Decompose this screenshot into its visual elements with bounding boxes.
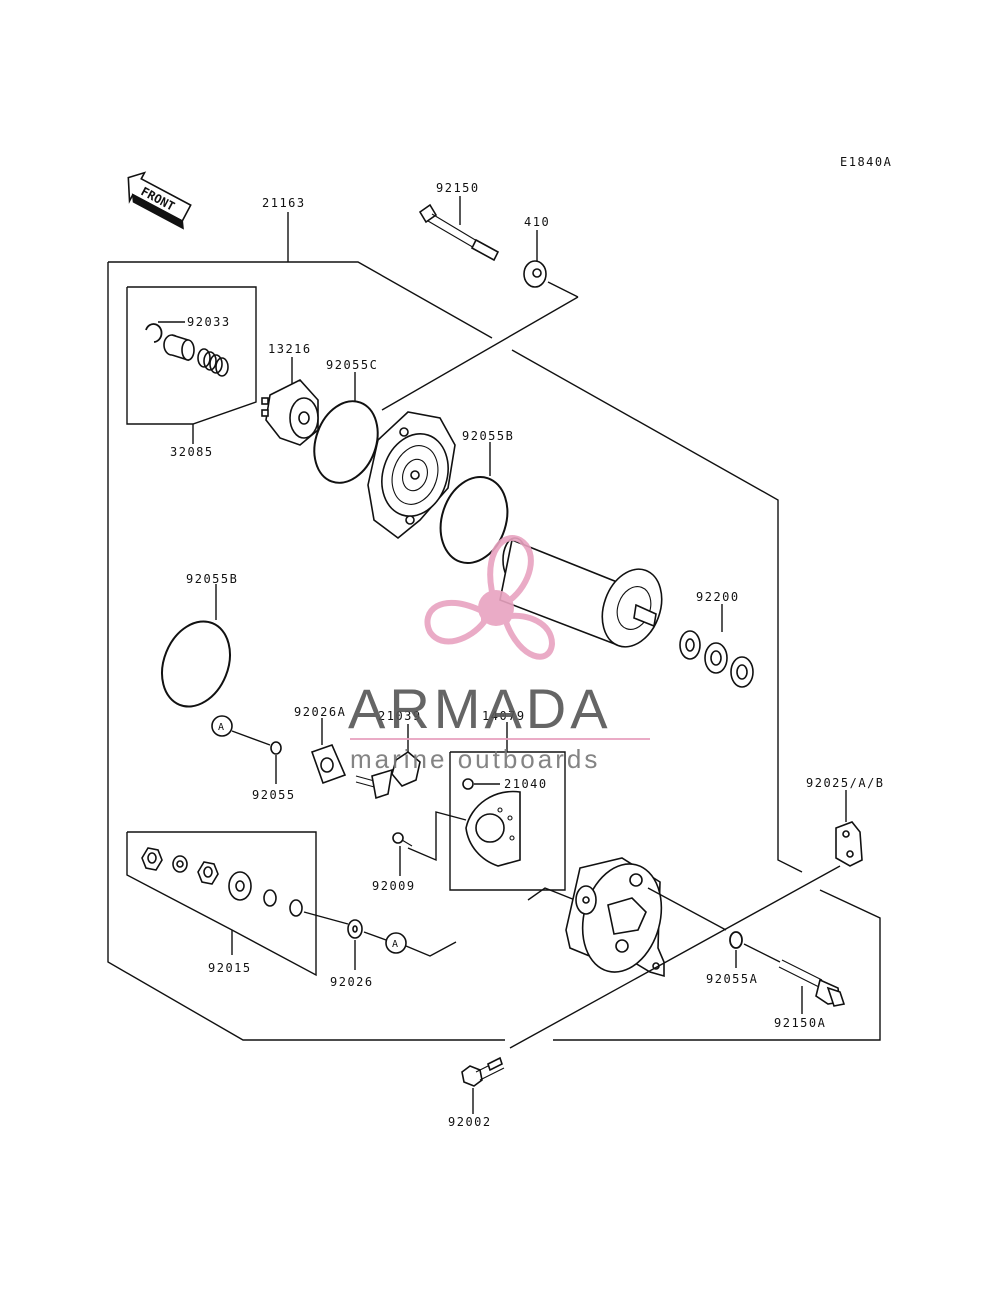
label-32085: 32085: [170, 445, 214, 459]
watermark-tagline: marine outboards: [350, 744, 600, 774]
washer-410: [381, 230, 579, 411]
label-92150: 92150: [436, 181, 480, 195]
label-13216: 13216: [268, 342, 312, 356]
label-92055B-left: 92055B: [186, 572, 238, 586]
propeller-logo: [424, 535, 556, 660]
plate-92025: [509, 790, 863, 1049]
bolt-92150: [418, 196, 500, 262]
label-21163: 21163: [262, 196, 306, 210]
o-ring-92055B-top: [439, 442, 509, 564]
part-labels: 21163 92150 410 92033 32085 13216 92055C…: [170, 181, 885, 1129]
starter-motor-body: [499, 537, 663, 648]
assembly-outline: [107, 212, 881, 1041]
label-92009: 92009: [372, 879, 416, 893]
label-92150A: 92150A: [774, 1016, 826, 1030]
callout-a-left: A: [211, 715, 282, 784]
svg-text:A: A: [218, 722, 224, 733]
label-92055B-top: 92055B: [462, 429, 514, 443]
label-21039: 21039: [378, 709, 422, 723]
ring-92055A-bolt-92150A: [729, 931, 846, 1014]
label-92015: 92015: [208, 961, 252, 975]
label-92002: 92002: [448, 1115, 492, 1129]
label-14079: 14079: [482, 709, 526, 723]
label-92026: 92026: [330, 975, 374, 989]
diagram-code: E1840A: [840, 155, 892, 169]
o-ring-92055B-left: [161, 584, 231, 708]
brush-kit-32085: [126, 286, 257, 444]
label-92055: 92055: [252, 788, 296, 802]
label-92200: 92200: [696, 590, 740, 604]
bolt-92002: [461, 1056, 505, 1114]
label-21040: 21040: [504, 777, 548, 791]
svg-text:A: A: [392, 939, 398, 950]
brush-plate-14079: [407, 722, 566, 891]
watermark-brand: ARMADA: [348, 677, 612, 740]
washer-92026: A: [347, 919, 457, 970]
screw-92009: [392, 832, 413, 876]
front-housing: [527, 857, 727, 978]
end-housing: [367, 411, 456, 540]
armada-watermark: ARMADA marine outboards: [348, 535, 650, 774]
label-92025: 92025/A/B: [806, 776, 885, 790]
front-arrow-icon: FRONT: [127, 171, 192, 230]
label-92055C: 92055C: [326, 358, 378, 372]
hardware-kit-92015: [126, 831, 349, 977]
label-92033: 92033: [187, 315, 231, 329]
o-ring-92055C: [313, 372, 379, 484]
end-cover-13216: [261, 357, 319, 446]
terminal-92026A-21039: [310, 718, 421, 800]
label-92055A: 92055A: [706, 972, 758, 986]
washers-92200: [679, 604, 754, 688]
label-92026A: 92026A: [294, 705, 346, 719]
label-410: 410: [524, 215, 550, 229]
